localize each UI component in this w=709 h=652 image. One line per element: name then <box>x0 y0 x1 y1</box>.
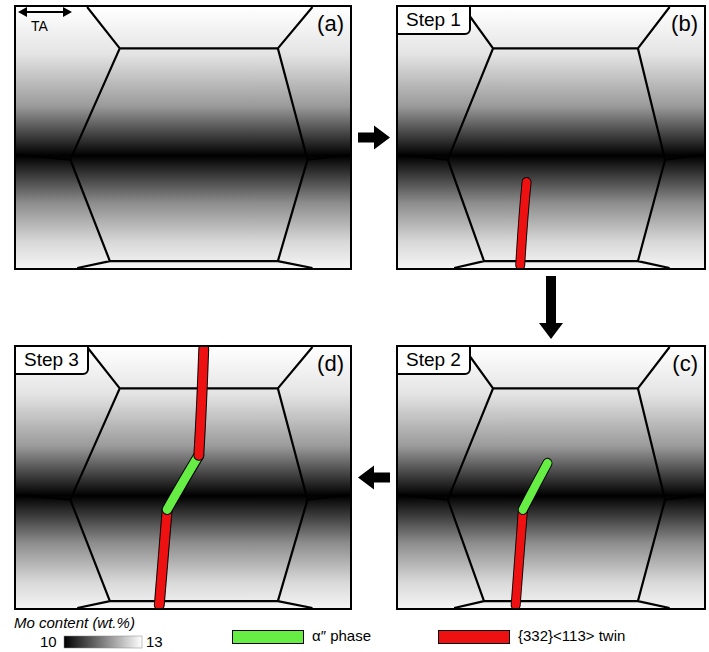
scale-max: 13 <box>146 633 163 650</box>
legend-swatch <box>232 630 304 644</box>
scale-title: Mo content (wt.%) <box>14 614 135 631</box>
feature-outline <box>159 510 167 606</box>
twin-band <box>159 510 167 606</box>
microstructure-panel: Step 1 (b) <box>396 5 706 270</box>
step-label: Step 1 <box>396 5 471 35</box>
legend-text: {332}<113> twin <box>518 627 625 644</box>
grain-illustration <box>16 7 350 268</box>
feature-outline <box>199 349 204 455</box>
grain-boundary <box>398 347 704 608</box>
panel-letter: (d) <box>317 351 344 377</box>
alpha-phase-band <box>523 463 547 509</box>
step-label: Step 2 <box>396 345 471 375</box>
step-label: Step 3 <box>14 345 89 375</box>
grain-illustration <box>16 347 350 608</box>
grain-boundary <box>16 347 350 608</box>
feature-outline <box>520 182 526 265</box>
grain-boundary <box>398 7 704 268</box>
step-arrow <box>539 276 563 339</box>
grain-illustration <box>398 347 704 608</box>
feature-outline <box>523 463 547 509</box>
mo-gradient <box>16 347 350 608</box>
step-arrow <box>358 126 390 150</box>
twin-band <box>516 510 523 606</box>
twin-band <box>199 349 204 455</box>
mo-gradient <box>398 7 704 268</box>
alpha-phase-band <box>167 455 199 509</box>
step-arrow <box>358 466 390 490</box>
twin-band <box>520 182 526 265</box>
microstructure-panel: Step 3 (d) <box>14 345 352 610</box>
scale-min: 10 <box>40 633 57 650</box>
feature-outline <box>167 455 199 509</box>
tensile-axis-label: TA <box>31 18 48 34</box>
grain-boundary <box>16 7 350 268</box>
panel-letter: (b) <box>671 11 698 37</box>
mo-gradient <box>398 347 704 608</box>
panel-letter: (a) <box>317 11 344 37</box>
legend-swatch <box>438 630 510 644</box>
mo-content-scale-bar <box>64 636 142 648</box>
panel-letter: (c) <box>672 351 698 377</box>
microstructure-panel: Step 2 (c) <box>396 345 706 610</box>
feature-outline <box>516 510 523 606</box>
legend-text: α″ phase <box>312 627 371 644</box>
grain-illustration <box>398 7 704 268</box>
mo-gradient <box>16 7 350 268</box>
microstructure-panel: (a) <box>14 5 352 270</box>
